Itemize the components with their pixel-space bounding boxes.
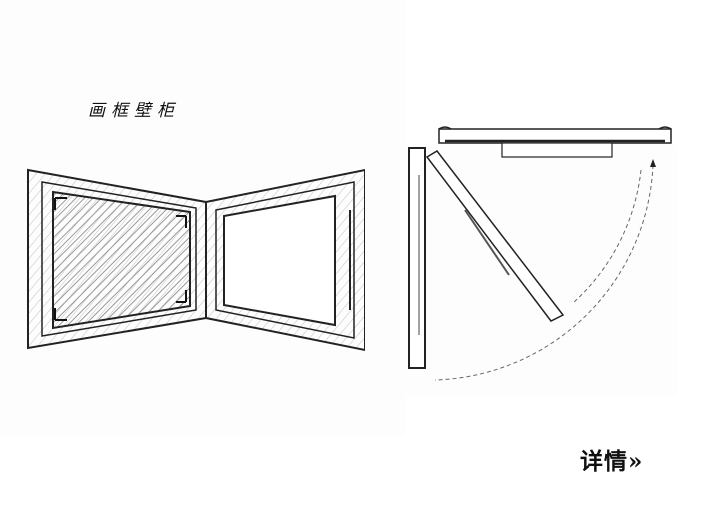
swing-diagram: [408, 126, 672, 381]
double-chevron-right-icon: »: [628, 448, 644, 475]
cabinet-sketch: [27, 168, 365, 352]
page-title: 画框壁柜: [88, 101, 180, 121]
details-link[interactable]: 详情»: [580, 442, 643, 476]
details-label: 详情: [580, 448, 628, 475]
